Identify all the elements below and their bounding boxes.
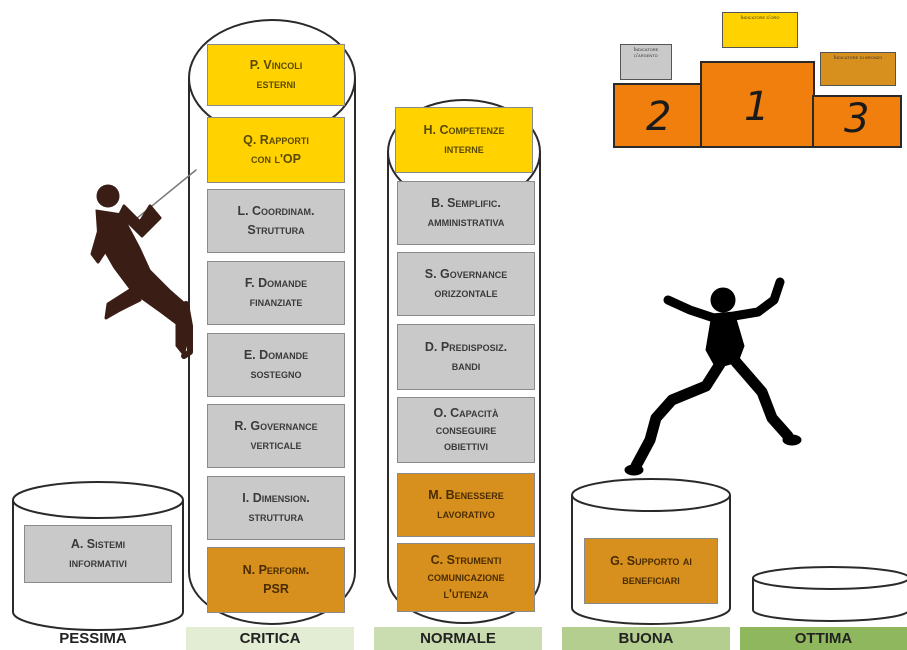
box-a-sistemi-informativi: A. Sistemi informativi: [24, 525, 172, 583]
box-line: L. Coordinam.: [237, 203, 315, 218]
category-pessima: PESSIMA: [59, 630, 127, 647]
box-s-governance-orizzontale: S. Governance orizzontale: [397, 252, 535, 316]
box-line: C. Strumenti: [430, 553, 502, 568]
podium-step-2: [613, 83, 703, 148]
box-line: S. Governance: [424, 266, 508, 281]
box-line: interne: [444, 142, 484, 156]
box-q-rapporti-op: Q. Rapporti con l'OP: [207, 117, 345, 183]
box-line: I. Dimension.: [242, 490, 310, 505]
box-line: B. Semplific.: [431, 195, 501, 210]
category-normale: NORMALE: [420, 630, 496, 647]
box-line: H. Competenze: [423, 122, 505, 137]
box-line: P. Vincoli: [249, 57, 303, 72]
box-m-benessere-lavorativo: M. Benessere lavorativo: [397, 473, 535, 537]
box-r-governance-verticale: R. Governance verticale: [207, 404, 345, 468]
box-o-capacita-conseguire-obiettivi: O. Capacità conseguire obiettivi: [397, 397, 535, 463]
box-f-domande-finanziate: F. Domande finanziate: [207, 261, 345, 325]
podium-number-2: 2: [646, 94, 672, 140]
podium-number-1: 1: [744, 84, 770, 130]
box-line: R. Governance: [234, 418, 318, 433]
box-n-perform-psr: N. Perform. PSR: [207, 547, 345, 613]
box-line: esterni: [256, 77, 296, 91]
box-line: sostegno: [250, 367, 302, 381]
box-line: D. Predisposiz.: [424, 339, 508, 354]
podium-sign-silver: Indicatore d'argento: [620, 44, 672, 80]
box-line: finanziate: [249, 295, 303, 309]
band-critica: [186, 627, 354, 650]
box-g-supporto-beneficiari: G. Supporto ai beneficiari: [584, 538, 718, 604]
box-line: bandi: [451, 359, 481, 373]
box-line: beneficiari: [622, 573, 680, 587]
box-line: F. Domande: [244, 275, 308, 290]
cylinder-ottima: [752, 566, 907, 622]
podium: [613, 61, 902, 148]
podium-sign-bronze: Indicatore di bronzo: [820, 52, 896, 86]
box-line: Q. Rapporti: [243, 132, 309, 147]
climber-silhouette: [90, 169, 197, 359]
box-line: M. Benessere: [428, 487, 504, 502]
category-buona: BUONA: [618, 630, 674, 647]
box-d-predisposiz-bandi: D. Predisposiz. bandi: [397, 324, 535, 390]
box-i-dimension-struttura: I. Dimension. struttura: [207, 476, 345, 540]
box-line: N. Perform.: [242, 562, 310, 577]
podium-sign-gold: Indicatore d'oro: [722, 12, 798, 48]
box-line: struttura: [248, 510, 304, 524]
band-buona: [562, 627, 730, 650]
category-ottima: OTTIMA: [794, 630, 853, 647]
box-line: lavorativo: [437, 507, 495, 521]
band-normale: [374, 627, 542, 650]
box-h-competenze-interne: H. Competenze interne: [395, 107, 533, 173]
podium-step-1: [700, 61, 815, 148]
box-line: obiettivi: [443, 439, 488, 454]
box-e-domande-sostegno: E. Domande sostegno: [207, 333, 345, 397]
category-critica: CRITICA: [239, 630, 301, 647]
box-line: con l'OP: [250, 152, 301, 166]
box-line: informativi: [69, 556, 127, 570]
box-line: A. Sistemi: [70, 536, 126, 551]
box-l-coordinam-struttura: L. Coordinam. Struttura: [207, 189, 345, 253]
box-line: O. Capacità: [433, 405, 499, 420]
box-line: comunicazione: [427, 570, 505, 585]
box-b-semplific-amministrativa: B. Semplific. amministrativa: [397, 181, 535, 245]
box-line: Struttura: [247, 223, 305, 237]
box-p-vincoli-esterni: P. Vincoli esterni: [207, 44, 345, 106]
box-line: orizzontale: [434, 286, 498, 300]
box-line: E. Domande: [243, 347, 309, 362]
band-ottima: [740, 627, 907, 650]
box-line: conseguire: [435, 422, 497, 437]
podium-number-3: 3: [844, 96, 870, 142]
box-line: PSR: [263, 582, 289, 596]
box-line: verticale: [250, 438, 302, 452]
jumper-silhouette: [624, 277, 802, 476]
box-line: amministrativa: [427, 215, 505, 229]
podium-step-3: [812, 95, 902, 148]
box-line: G. Supporto ai: [610, 553, 692, 568]
box-line: l'utenza: [443, 586, 489, 601]
